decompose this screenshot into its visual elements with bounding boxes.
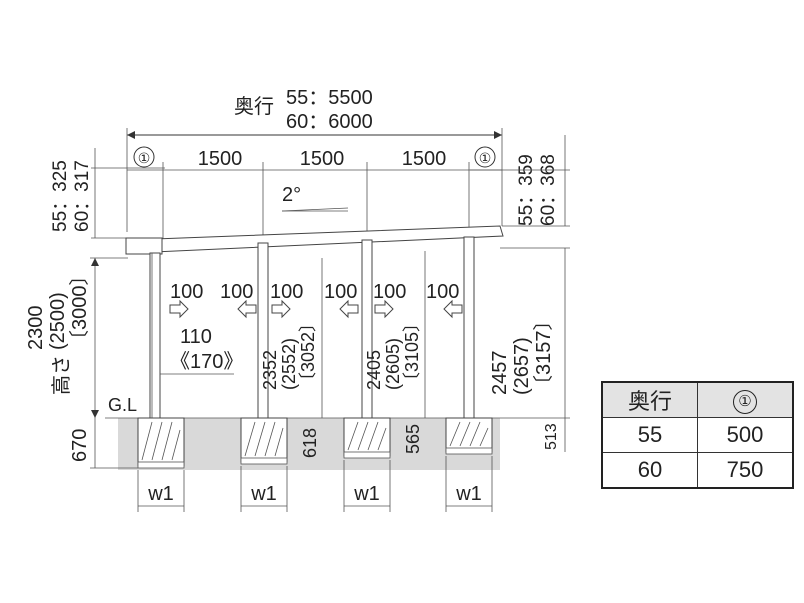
slope-label: 2° <box>282 184 301 206</box>
height-h2: (2500) <box>47 292 69 350</box>
table-header-depth: 奥行 <box>601 381 698 418</box>
marker-right-circle <box>474 146 496 168</box>
span-seg2: 1500 <box>300 148 345 170</box>
table-header-marker-text: ① <box>733 390 757 414</box>
overall-dim-arrow-right <box>494 131 502 139</box>
arrow-right-icon <box>271 299 291 319</box>
left-offset-60: 60：317 <box>72 160 93 232</box>
gap-label-5: 100 <box>373 281 406 303</box>
depth-p3: 565 <box>403 424 423 454</box>
arrow-left-icon <box>339 299 359 319</box>
dimension-table: 奥行 ① 55 500 60 750 <box>601 381 794 489</box>
table-row: 60 750 <box>601 452 794 489</box>
depth-p2: 618 <box>300 428 320 458</box>
depth-p4: 513 <box>543 423 560 450</box>
right-offset-60: 60：368 <box>538 154 559 226</box>
overall-dim-arrow-left <box>127 131 135 139</box>
footing-width-3: w1 <box>353 483 380 505</box>
arrow-left-icon <box>443 299 463 319</box>
marker-left-circle <box>133 146 155 168</box>
height-h3: 〔3000〕 <box>68 266 91 351</box>
post-4 <box>463 236 475 419</box>
gutter <box>125 237 163 255</box>
arrow-right-icon <box>374 299 394 319</box>
front-post <box>149 252 161 419</box>
footing-width-1: w1 <box>147 483 174 505</box>
left-offset-55: 55：325 <box>50 160 71 232</box>
height-h1: 2300 <box>25 306 47 351</box>
post3-h3: 〔3105〕 <box>402 314 422 390</box>
post4-h3: 〔3157〕 <box>532 311 555 396</box>
post4-h1: 2457 <box>489 351 511 396</box>
post2-h1: 2352 <box>260 350 280 390</box>
height-dim-arrow-bottom <box>91 410 99 418</box>
front-note-a: 110 <box>180 326 212 348</box>
right-offset-55: 55：359 <box>516 154 537 226</box>
post3-h2: (2605) <box>383 338 403 390</box>
footing-3 <box>343 417 391 459</box>
post2-h3: 〔3052〕 <box>298 314 318 390</box>
gap-label-4: 100 <box>324 281 357 303</box>
depth-55-value: 55：5500 <box>286 87 373 109</box>
table-cell: 55 <box>601 417 698 453</box>
span-seg3: 1500 <box>402 148 447 170</box>
height-dim-arrow-top <box>91 258 99 266</box>
arrow-left-icon <box>237 299 257 319</box>
table-cell: 60 <box>601 452 698 489</box>
post3-h1: 2405 <box>364 350 384 390</box>
span-seg1: 1500 <box>198 148 243 170</box>
depth-left: 670 <box>69 429 91 462</box>
roof-panel <box>127 225 504 254</box>
table-header-row: 奥行 ① <box>601 381 794 418</box>
footing-1 <box>137 417 185 469</box>
post2-h2: (2552) <box>279 338 299 390</box>
table-row: 55 500 <box>601 417 794 453</box>
post-3 <box>361 239 373 419</box>
table-cell: 500 <box>697 417 794 453</box>
arrow-right-icon <box>169 299 189 319</box>
depth-60-value: 60：6000 <box>286 111 373 133</box>
footing-4 <box>445 417 493 455</box>
slope-line-a <box>281 207 349 212</box>
post-2 <box>257 242 269 419</box>
front-note-b: 《170》 <box>170 351 243 373</box>
gap-label-2: 100 <box>220 281 253 303</box>
height-label: 高さ <box>50 355 73 395</box>
table-header-marker: ① <box>697 381 794 418</box>
footing-2 <box>240 417 288 465</box>
table-cell: 750 <box>697 452 794 489</box>
depth-label: 奥行 <box>234 95 274 118</box>
footing-width-4: w1 <box>455 483 482 505</box>
gap-label-1: 100 <box>170 281 203 303</box>
gl-label: G.L <box>108 395 137 415</box>
footing-width-2: w1 <box>250 483 277 505</box>
gap-label-6: 100 <box>426 281 459 303</box>
gap-label-3: 100 <box>270 281 303 303</box>
marker-left: ① <box>138 150 151 166</box>
post4-h2: (2657) <box>511 337 533 395</box>
marker-right: ① <box>479 150 492 166</box>
